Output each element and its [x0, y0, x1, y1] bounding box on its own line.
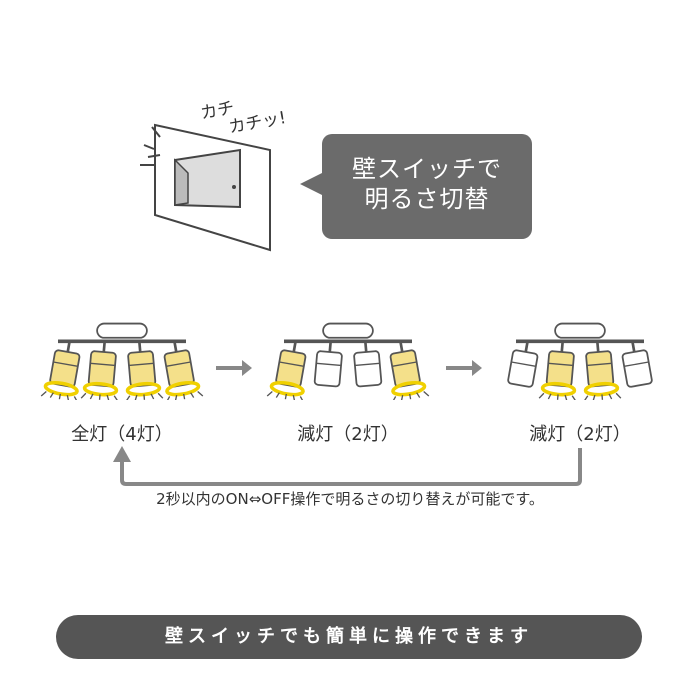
spotlight-off-icon: [507, 341, 539, 388]
canopy: [322, 322, 374, 339]
spotlight-on-icon: [583, 341, 622, 400]
spotlight-on-icon: [40, 341, 81, 400]
fixture-mode-inner-two: [507, 322, 653, 400]
spotlight-on-icon: [80, 341, 119, 400]
arrow-right-icon: [216, 360, 252, 376]
wall-switch-illustration: [140, 123, 271, 252]
fixture-mode-full: [40, 322, 204, 400]
bubble-line-1: 壁スイッチで: [352, 155, 502, 183]
spotlight-on-icon: [538, 341, 577, 400]
spotlight-off-icon: [621, 341, 653, 388]
spotlight-off-icon: [313, 341, 343, 388]
canopy: [554, 322, 606, 339]
bubble-line-2: 明るさ切替: [364, 185, 490, 213]
spotlight-on-icon: [125, 341, 164, 400]
spotlight-on-icon: [266, 341, 307, 400]
toggle-note: 2秒以内のON⇔OFF操作で明るさの切り替えが可能です。: [156, 490, 544, 508]
speech-bubble-tail: [300, 172, 324, 196]
mode-label-full: 全灯（4灯）: [71, 424, 173, 445]
canopy: [96, 322, 148, 339]
spotlight-on-icon: [389, 341, 430, 400]
mode-label-outer-two: 減灯（2灯）: [297, 424, 399, 445]
mode-label-inner-two: 減灯（2灯）: [529, 424, 631, 445]
speech-bubble: 壁スイッチで 明るさ切替: [322, 134, 532, 239]
spotlight-off-icon: [353, 341, 383, 388]
spotlight-on-icon: [163, 341, 204, 400]
footer-banner: 壁スイッチでも簡単に操作できます: [56, 615, 642, 659]
fixture-mode-outer-two: [266, 322, 430, 400]
arrow-right-icon: [446, 360, 482, 376]
cycle-return-arrow-icon: [113, 446, 582, 486]
